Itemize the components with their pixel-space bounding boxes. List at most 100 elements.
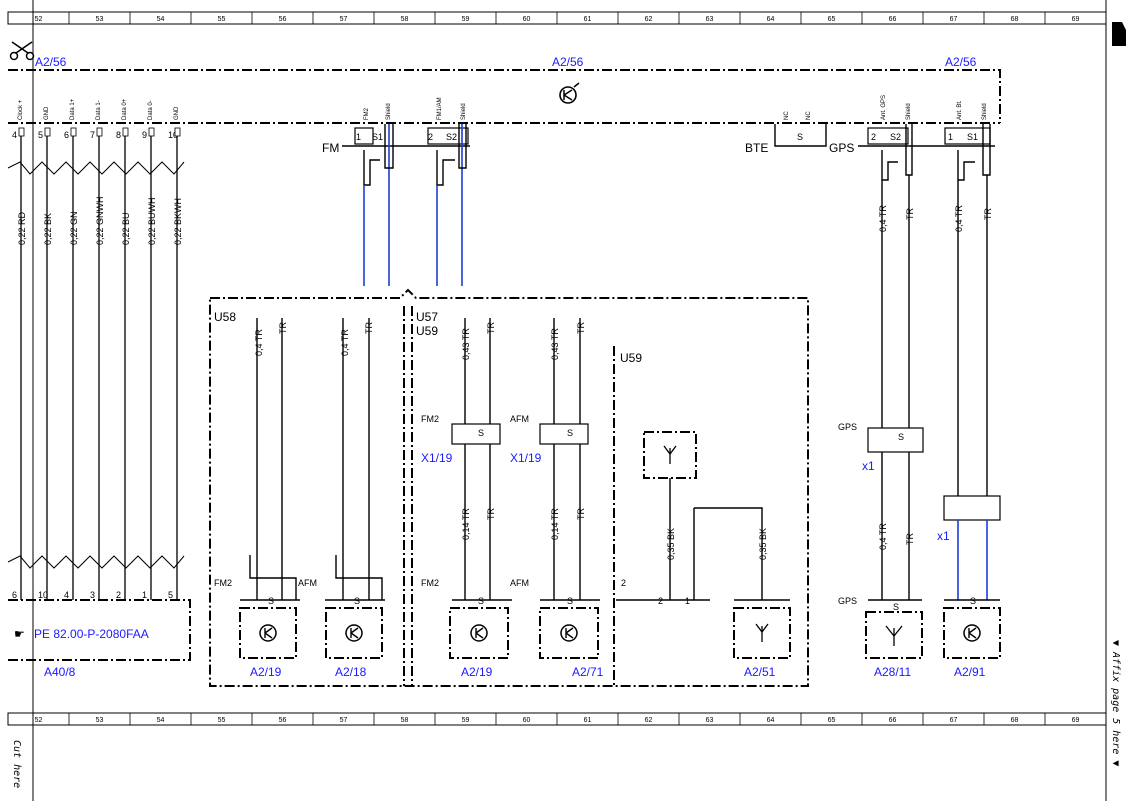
u59-label-b: U59 [620,351,642,365]
grid-column-number: 53 [96,16,104,23]
svg-text:TR: TR [486,322,496,334]
a2-56-label-center: A2/56 [552,55,584,69]
svg-text:FM1/AM: FM1/AM [437,97,443,120]
svg-text:1: 1 [948,132,953,142]
svg-text:2: 2 [871,132,876,142]
svg-text:TR: TR [905,208,915,220]
scissors-icon [9,41,35,61]
bottom-pin-number: 1 [142,590,147,600]
svg-text:0,4 TR: 0,4 TR [254,329,264,356]
svg-text:FM2: FM2 [421,414,439,424]
svg-text:S2: S2 [890,132,901,142]
grid-column-number: 58 [401,16,409,23]
connector-pin-label: GND [44,106,50,120]
grid-column-number: 54 [157,16,165,23]
x1-19-label-b: X1/19 [510,451,542,465]
grid-column-number: 67 [950,717,958,724]
grid-column-number: 52 [35,16,43,23]
grid-column-number: 66 [889,717,897,724]
right-wires: 0,4 TR TR 0,4 TR TR [878,124,993,505]
u59-label-a: U59 [416,324,438,338]
a2-91-label: A2/91 [954,665,986,679]
pe-reference: PE 82.00-P-2080FAA [34,627,149,641]
svg-text:TR: TR [486,508,496,520]
svg-text:GPS: GPS [838,596,857,606]
u57-section: U57 U59 0,43 TR TR 0,43 TR TR S S FM2 AF… [416,310,604,679]
grid-column-number: 56 [279,16,287,23]
a2-19-label: A2/19 [250,665,282,679]
svg-text:TR: TR [576,322,586,334]
svg-text:S: S [478,596,484,606]
x1-label-a: x1 [862,459,875,473]
u58-label: U58 [214,310,236,324]
svg-text:0,14 TR: 0,14 TR [461,508,471,540]
svg-text:FM2: FM2 [421,578,439,588]
bottom-pin-number: 2 [116,590,121,600]
grid-column-number: 58 [401,717,409,724]
svg-text:Ant. Bt.: Ant. Bt. [957,100,963,120]
grid-column-number: 62 [645,717,653,724]
svg-text:Shield: Shield [906,103,912,120]
svg-text:0,35 BK: 0,35 BK [758,528,768,560]
grid-column-number: 54 [157,717,165,724]
bte-label: BTE [745,141,768,155]
grid-column-number: 63 [706,717,714,724]
radio-symbol-icon [560,624,578,642]
radio-symbol-icon [559,82,580,104]
bte-connector: BTE S NC NC [745,111,827,155]
gps-connector-top: GPS 2 S2 1 S1 Ant. GPS Shield Ant. Bt. S… [829,95,995,155]
svg-text:Shield: Shield [461,103,467,120]
svg-text:S: S [893,602,899,612]
svg-text:2: 2 [621,578,626,588]
svg-text:0,4 TR: 0,4 TR [878,523,888,550]
a2-71-label: A2/71 [572,665,604,679]
connector-pin-label: Clock + [18,99,24,120]
bottom-pin-number: 5 [168,590,173,600]
svg-text:S: S [567,428,573,438]
svg-text:TR: TR [905,533,915,545]
corner-tab-icon [1112,22,1126,46]
grid-column-number: 66 [889,16,897,23]
svg-text:NC: NC [806,111,812,120]
svg-text:1: 1 [356,132,361,142]
wire-label: 0,22 GNWH [95,196,105,245]
connector-pin-number: 10 [168,130,178,140]
grid-column-number: 55 [218,16,226,23]
grid-column-number: 52 [35,717,43,724]
a2-56-label-right: A2/56 [945,55,977,69]
cut-here-note: Cut here [11,740,22,788]
connector-pin-number: 5 [38,130,43,140]
svg-text:AFM: AFM [298,578,317,588]
connector-pin-label: Data 0- [148,100,154,120]
svg-text:GPS: GPS [838,422,857,432]
grid-column-number: 57 [340,717,348,724]
svg-text:AFM: AFM [510,578,529,588]
svg-text:S: S [898,432,904,442]
a2-56-label-left: A2/56 [35,55,67,69]
radio-symbol-icon [259,624,277,642]
right-section: GPS S x1 0,4 TR TR x1 GPS S S A28/11 A2/… [838,422,1001,679]
svg-text:2: 2 [658,596,663,606]
svg-text:FM2: FM2 [364,107,370,120]
svg-text:S: S [970,596,976,606]
wire-label: 0,22 BU [121,212,131,245]
antenna-icon [885,625,903,646]
svg-text:TR: TR [983,208,993,220]
svg-text:Shield: Shield [386,103,392,120]
svg-text:1: 1 [685,596,690,606]
grid-column-number: 69 [1072,717,1080,724]
svg-text:S: S [354,596,360,606]
grid-column-number: 53 [96,717,104,724]
svg-text:0,43 TR: 0,43 TR [461,328,471,360]
wire-label: 0,22 RD [17,211,27,245]
svg-text:S: S [268,596,274,606]
grid-column-number: 69 [1072,16,1080,23]
grid-column-number: 59 [462,16,470,23]
bottom-pin-number: 6 [12,590,17,600]
wire-label: 0,22 GN [69,211,79,245]
grid-column-number: 68 [1011,717,1019,724]
connector-pin-number: 8 [116,130,121,140]
